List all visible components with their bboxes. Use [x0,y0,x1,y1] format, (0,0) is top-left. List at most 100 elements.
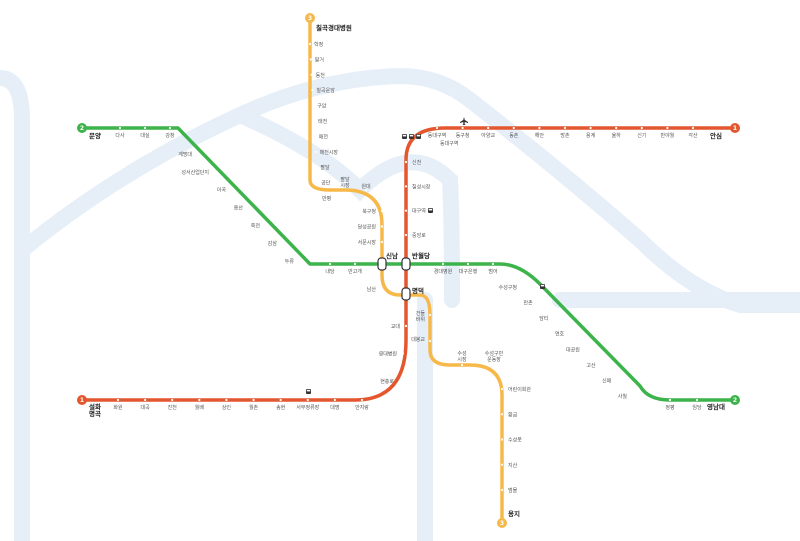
station-marker[interactable] [563,126,567,130]
station-marker[interactable] [314,150,317,153]
station-label[interactable]: 신기 [637,132,646,139]
station-marker[interactable] [589,126,592,130]
terminal-chilgok-knuh[interactable]: 칠곡경대병원 [316,23,352,32]
station-marker[interactable] [534,295,537,298]
station-label[interactable]: 칠곡운암 [316,87,335,94]
station-marker[interactable] [364,188,368,192]
station-label[interactable]: 북구청 [362,209,376,215]
station-marker[interactable] [487,126,490,130]
station-marker[interactable] [597,357,600,360]
station-marker[interactable] [441,262,445,266]
line3-badge-north[interactable] [305,13,315,23]
station-marker[interactable] [310,73,313,76]
station-label[interactable]: 성서산업단지 [181,169,209,176]
station-label[interactable]: 지산 [508,462,518,469]
terminal-munyang[interactable]: 문양 [89,131,101,140]
station-marker[interactable] [538,126,541,130]
station-marker[interactable] [461,126,464,130]
station-label[interactable]: 반야월 [660,132,674,139]
station-marker[interactable] [168,126,172,130]
station-label[interactable]: 달성공원 [358,224,377,231]
station-marker[interactable] [328,262,332,266]
station-label[interactable]: 경대병원 [434,268,453,275]
station-label[interactable]: 대공원 [566,346,580,353]
station-label[interactable]: 다사 [115,132,125,139]
station-marker[interactable] [404,233,408,237]
station-marker[interactable] [500,488,504,492]
station-label[interactable]: 율하 [612,132,622,139]
line1-badge-west[interactable] [77,395,87,405]
station-marker[interactable] [252,398,255,402]
station-label[interactable]: 중앙로 [412,232,426,239]
station-label[interactable]: 방촌 [560,132,570,139]
station-marker[interactable] [343,181,347,185]
station-label[interactable]: 매천 [319,133,329,140]
station-marker[interactable] [116,398,120,402]
station-marker[interactable] [262,225,266,228]
station-marker[interactable] [518,279,522,283]
station-marker[interactable] [312,104,315,107]
station-label[interactable]: 계명대 [178,151,192,158]
station-marker[interactable] [380,240,384,244]
line3-badge-south[interactable] [497,518,507,528]
station-marker[interactable] [211,171,215,174]
station-marker[interactable] [613,373,616,376]
station-label[interactable]: 고산 [586,362,596,369]
station-label[interactable]: 정평 [665,404,674,411]
station-label[interactable]: 월배 [195,404,205,411]
station-label[interactable]: 동천 [316,72,326,79]
station-marker[interactable] [491,262,495,266]
station-marker[interactable] [380,225,384,228]
station-label[interactable]: 동대구역 [440,140,458,147]
station-label[interactable]: 안지랑 [355,404,369,411]
station-label[interactable]: 학정 [314,41,323,48]
station-marker[interactable] [428,313,432,317]
station-label[interactable]: 팔거 [315,56,324,63]
station-label[interactable]: 교대 [391,323,401,330]
transfer-hub-sinnam[interactable] [377,257,387,271]
station-label[interactable]: 해안 [535,132,545,139]
station-label[interactable]: 두류 [285,259,295,265]
station-label[interactable]: 만촌 [524,300,534,307]
station-label[interactable]: 죽전 [251,222,261,229]
station-marker[interactable] [401,352,405,355]
station-label[interactable]: 공단 [321,180,331,187]
station-label[interactable]: 원대 [361,183,371,190]
station-marker[interactable] [380,289,384,293]
station-marker[interactable] [333,398,336,402]
station-label[interactable]: 서문시장 [358,239,377,246]
station-marker[interactable] [296,260,300,264]
station-label[interactable]: 수성못 [508,437,522,444]
station-marker[interactable] [228,189,232,192]
line2-badge-east[interactable] [730,395,740,405]
station-marker[interactable] [438,143,442,147]
station-marker[interactable] [404,209,408,212]
station-marker[interactable] [668,398,672,402]
station-label[interactable]: 송현 [276,404,286,411]
station-marker[interactable] [691,126,695,130]
station-marker[interactable] [225,398,228,402]
station-label[interactable]: 담티 [539,315,548,322]
station-label[interactable]: 동촌 [509,132,519,139]
station-label[interactable]: 범물 [508,487,518,494]
station-marker[interactable] [428,339,432,343]
station-marker[interactable] [380,209,384,213]
station-marker[interactable] [144,398,147,402]
station-label[interactable]: 어린이회관 [508,386,531,393]
station-label[interactable]: 내당 [325,268,335,275]
station-marker[interactable] [311,89,314,92]
station-label[interactable]: 현충로 [380,378,394,385]
station-label[interactable]: 용산 [234,205,244,212]
station-label[interactable]: 사월 [618,393,628,400]
station-label[interactable]: 팔달 [320,164,330,171]
station-label[interactable]: 강창 [165,132,175,139]
station-marker[interactable] [500,463,504,466]
station-marker[interactable] [492,363,496,367]
station-label[interactable]: 남산 [367,286,377,293]
station-label[interactable]: 구암 [317,103,327,110]
station-label[interactable]: 범어 [488,268,497,275]
station-marker[interactable] [460,363,464,367]
station-marker[interactable] [640,126,643,130]
